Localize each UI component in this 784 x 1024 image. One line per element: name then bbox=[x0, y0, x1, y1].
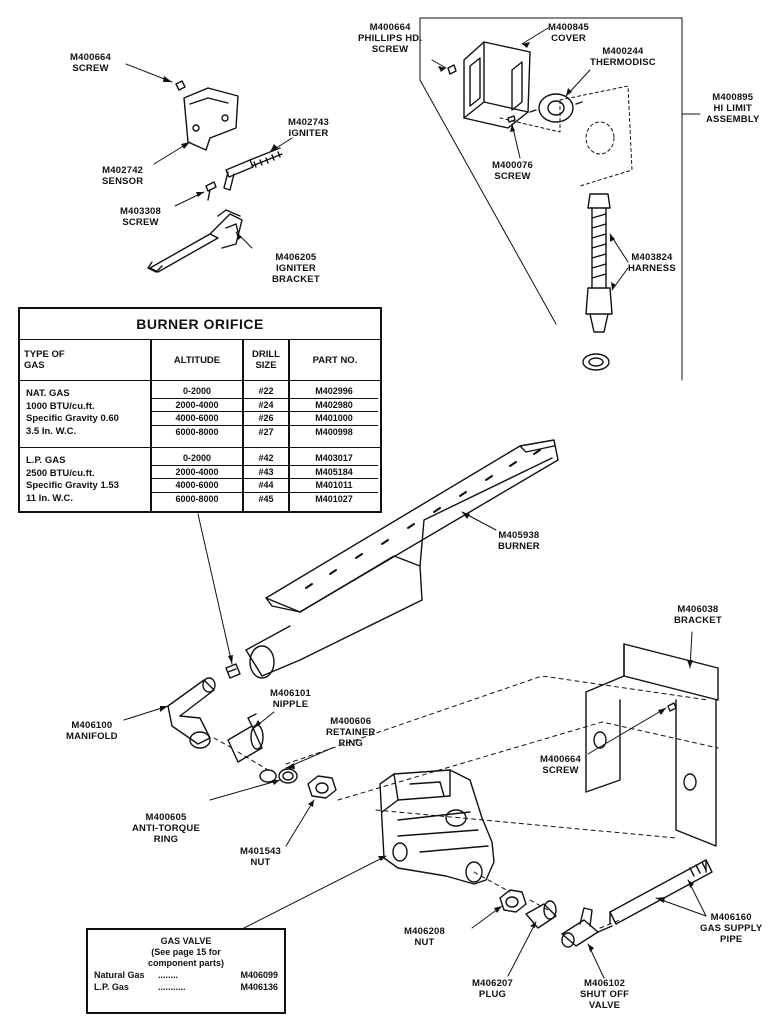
leader-phillips bbox=[431, 59, 447, 69]
leader-cover bbox=[521, 27, 549, 45]
leader-gas-valve bbox=[243, 855, 387, 929]
shutoff-valve-part bbox=[561, 907, 613, 948]
gas-valve-title: GAS VALVE bbox=[160, 936, 212, 946]
hi-limit-plate bbox=[499, 85, 633, 187]
nipple-part bbox=[227, 713, 264, 763]
screw-top-part bbox=[175, 80, 186, 91]
cover-part bbox=[463, 41, 531, 129]
leader-nut-1543 bbox=[285, 799, 315, 847]
gas-valve-note: (See page 15 for bbox=[151, 947, 221, 957]
grommet-part bbox=[582, 353, 610, 371]
leader-orifice bbox=[197, 513, 233, 665]
table-divider bbox=[150, 339, 152, 511]
orifice-part bbox=[225, 663, 241, 679]
header-part-no: PART NO. bbox=[312, 354, 358, 366]
leader-screw-bracket2 bbox=[587, 707, 667, 755]
leader-anti-torque bbox=[209, 779, 281, 801]
gas-supply-pipe-part bbox=[609, 859, 713, 925]
igniter-bracket-part bbox=[147, 209, 243, 273]
screw-thermo-part bbox=[507, 115, 516, 123]
leader-plug bbox=[507, 921, 537, 977]
igniter-part bbox=[223, 147, 283, 191]
gas-valve-note-box: GAS VALVE (See page 15 for component par… bbox=[86, 928, 286, 1014]
screw-bracket-part bbox=[205, 181, 217, 201]
nut-1543-part bbox=[307, 775, 337, 799]
bracket-part bbox=[585, 643, 719, 847]
anti-torque-ring-part bbox=[278, 768, 298, 784]
gas-valve-note: component parts) bbox=[147, 958, 224, 968]
hi-limit-frame bbox=[419, 17, 701, 381]
gas-valve-row-natural: Natural Gas........M406099 bbox=[94, 970, 278, 980]
sensor-part bbox=[183, 87, 239, 151]
header-altitude: ALTITUDE bbox=[173, 354, 221, 366]
screw-phillips-part bbox=[447, 64, 457, 75]
assembly-lines bbox=[213, 675, 719, 929]
plug-part bbox=[525, 900, 557, 929]
retainer-ring-part bbox=[259, 769, 277, 783]
burner-part bbox=[245, 439, 559, 679]
leader-arrowheads bbox=[160, 42, 694, 952]
manifold-part bbox=[167, 677, 216, 749]
harness-part bbox=[585, 193, 613, 333]
gas-valve-row-lp: L.P. Gas...........M406136 bbox=[94, 982, 278, 992]
nut-208-part bbox=[499, 889, 527, 913]
gas-valve-part bbox=[379, 769, 495, 885]
thermodisc-part bbox=[529, 93, 583, 123]
table-title: BURNER ORIFICE bbox=[20, 309, 380, 340]
